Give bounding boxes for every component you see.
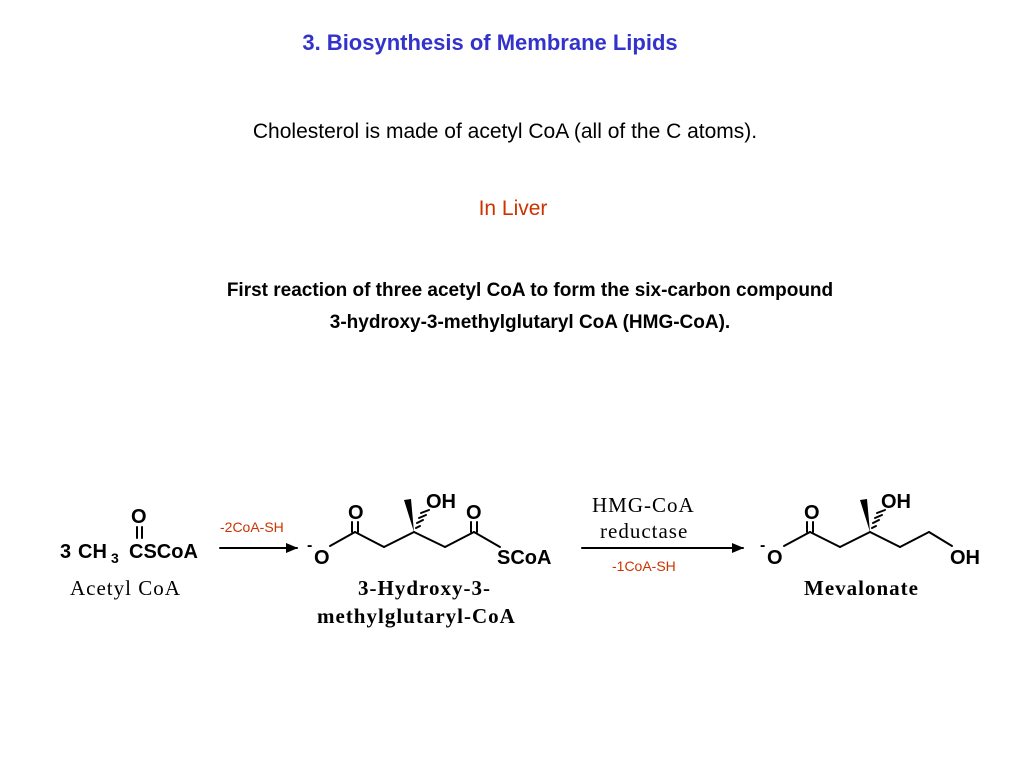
hmg-coa-structure: - O O O OH SCoA 3-Hydroxy-3- methylgluta… — [307, 491, 551, 628]
acetyl-coa-name: Acetyl CoA — [70, 576, 181, 600]
hmg-hash-bond — [415, 509, 430, 529]
hmg-coa-name-line-1: 3-Hydroxy-3- — [358, 576, 491, 600]
mev-charge: - — [760, 537, 765, 554]
hmg-bond-c1-c2 — [354, 531, 385, 548]
acetyl-oxygen: O — [131, 506, 147, 528]
reaction-step-1: -2CoA-SH — [219, 519, 298, 553]
mev-anion-oxygen: O — [767, 547, 783, 569]
hmg-coa-name-line-2: methylglutaryl-CoA — [317, 604, 516, 628]
hmg-bond-o-c1 — [329, 531, 356, 547]
mev-bond-c1-c2 — [809, 531, 841, 548]
enzyme-name-line-1: HMG-CoA — [592, 493, 695, 517]
hmg-methyl-wedge — [404, 499, 414, 532]
step1-byproduct: -2CoA-SH — [220, 519, 284, 535]
step2-byproduct: -1CoA-SH — [612, 558, 676, 574]
description-line-2: 3-hydroxy-3-methylglutaryl CoA (HMG-CoA)… — [329, 312, 731, 333]
hmg-bond-c4-c5 — [444, 531, 475, 548]
hmg-bond-c5-s — [473, 531, 501, 548]
enzyme-name-line-2: reductase — [600, 519, 688, 543]
mev-methyl-wedge — [860, 499, 870, 532]
hmg-bond-c3-c4 — [413, 531, 446, 548]
location-label: In Liver — [478, 197, 548, 220]
hmg-carbonyl-oxygen-left: O — [348, 502, 364, 524]
mev-bond-c4-c5 — [899, 531, 930, 548]
hmg-bond-c2-c3 — [383, 531, 415, 548]
acetyl-coa-structure: O 3 CH 3 CSCoA Acetyl CoA — [60, 506, 198, 600]
reaction-description: First reaction of three acetyl CoA to fo… — [0, 275, 1024, 339]
acetyl-ch: CH — [78, 541, 107, 563]
hmg-scoa: SCoA — [497, 547, 551, 569]
hmg-carbonyl-oxygen-right: O — [466, 502, 482, 524]
acetyl-cscoa: CSCoA — [129, 541, 198, 563]
mev-hydroxyl-top: OH — [881, 491, 911, 513]
mevalonate-structure: - O O OH OH Mevalonate — [760, 491, 980, 600]
mev-bond-c2-c3 — [839, 531, 871, 548]
page-title: 3. Biosynthesis of Membrane Lipids — [302, 30, 678, 55]
intro-text: Cholesterol is made of acetyl CoA (all o… — [252, 120, 758, 143]
mev-bond-c3-c4 — [869, 531, 901, 548]
mev-hydroxyl-end: OH — [950, 547, 980, 569]
description-line-1: First reaction of three acetyl CoA to fo… — [226, 280, 834, 301]
mev-carbonyl-oxygen: O — [804, 502, 820, 524]
mev-hash-bond — [871, 509, 886, 529]
acetyl-subscript-3: 3 — [111, 550, 119, 566]
mevalonate-name: Mevalonate — [804, 576, 919, 600]
reaction-step-2: HMG-CoA reductase -1CoA-SH — [581, 493, 744, 574]
reaction-scheme: O 3 CH 3 CSCoA Acetyl CoA -2CoA-SH - O O… — [60, 491, 980, 628]
hmg-charge: - — [307, 537, 312, 554]
hmg-hydroxyl: OH — [426, 491, 456, 513]
mev-bond-o-c1 — [783, 531, 811, 547]
hmg-anion-oxygen: O — [314, 547, 330, 569]
mev-bond-c5-oh — [928, 531, 953, 547]
acetyl-coefficient: 3 — [60, 541, 71, 563]
